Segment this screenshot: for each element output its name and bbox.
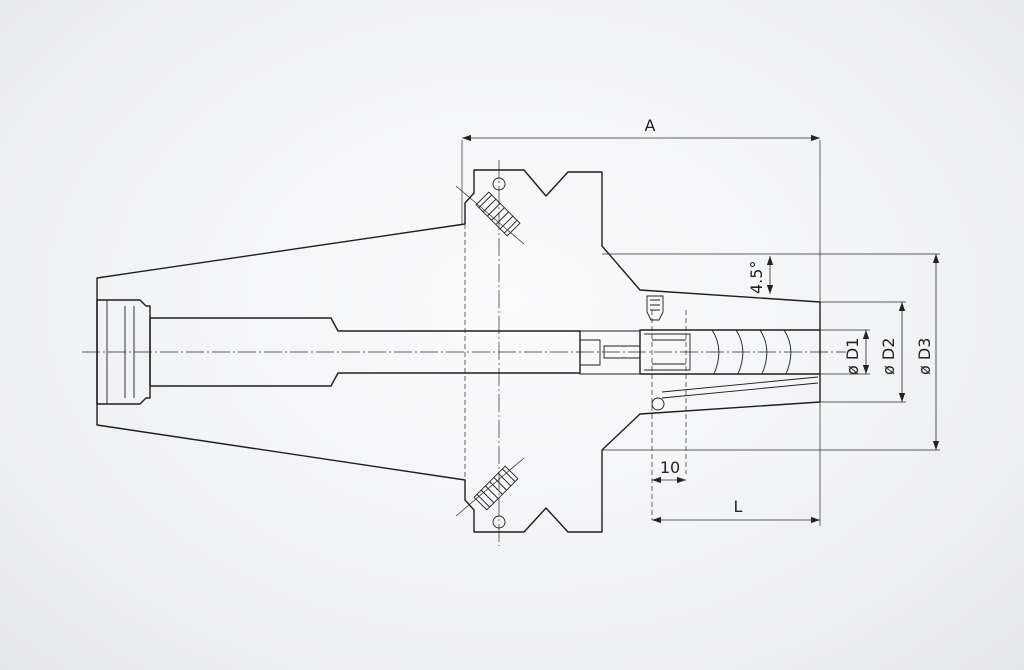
shank-bore — [149, 317, 581, 387]
coolant-screw — [646, 295, 664, 321]
holder-body — [96, 169, 821, 533]
body-section — [96, 169, 821, 533]
clamp-bore — [579, 330, 641, 375]
dim-diameters: ø D1 ø D2 ø D3 — [602, 253, 940, 451]
label-d1: ø D1 — [843, 338, 862, 375]
label-a: A — [645, 116, 656, 135]
label-ten: 10 — [660, 458, 680, 477]
spiral-flutes — [711, 329, 792, 375]
dim-a: A — [461, 116, 821, 302]
label-d2: ø D2 — [879, 338, 898, 375]
dim-angle: 4.5° — [602, 253, 820, 294]
label-d3: ø D3 — [915, 338, 934, 375]
label-l: L — [734, 497, 743, 516]
rear-recess — [96, 299, 151, 405]
dim-l: L — [652, 402, 821, 526]
dim-ten: 10 — [652, 458, 686, 484]
flange-screw-bottom — [455, 457, 525, 517]
flange-screw-top — [455, 185, 525, 245]
label-angle: 4.5° — [747, 261, 766, 294]
internal-details — [580, 295, 819, 520]
